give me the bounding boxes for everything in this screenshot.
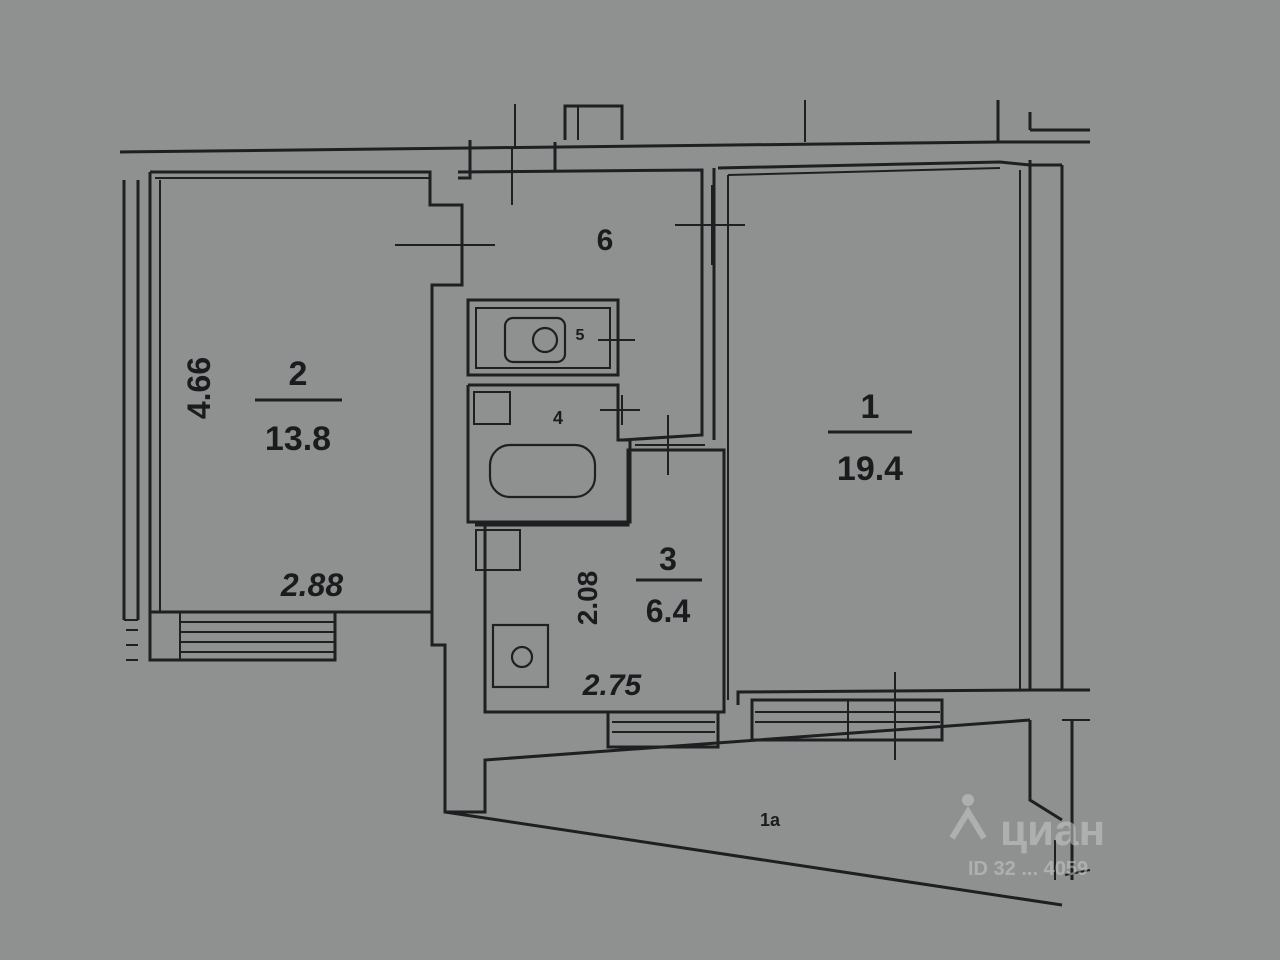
- watermark-code: ID 32 ... 4059: [968, 858, 1088, 880]
- room-5: [466, 298, 635, 377]
- room-3-area: 6.4: [646, 593, 691, 629]
- room-1: [717, 160, 1032, 760]
- room-2-area: 13.8: [265, 420, 331, 458]
- interior-walls: [395, 142, 1091, 907]
- exterior-walls: [119, 100, 1090, 692]
- room-3-number: 3: [659, 541, 677, 577]
- room-2-number: 2: [289, 355, 308, 393]
- room-5-number: 5: [576, 327, 585, 344]
- room-2-dim-vertical: 4.66: [181, 357, 217, 419]
- room-1-area: 19.4: [837, 450, 903, 488]
- room-4-number: 4: [553, 408, 563, 428]
- room-2: [148, 170, 464, 662]
- watermark: циан ID 32 ... 4059: [949, 794, 1105, 880]
- room-2-dim-horizontal: 2.88: [280, 567, 343, 603]
- room-3: [475, 415, 726, 749]
- room-6-number: 6: [597, 224, 614, 257]
- room-1-number: 1: [861, 388, 880, 426]
- watermark-brand: циан: [1000, 806, 1105, 855]
- room-3-dim-horizontal: 2.75: [582, 669, 643, 702]
- room-4: [466, 383, 640, 524]
- room-3-dim-vertical: 2.08: [572, 571, 603, 626]
- balcony-number: 1a: [760, 810, 781, 830]
